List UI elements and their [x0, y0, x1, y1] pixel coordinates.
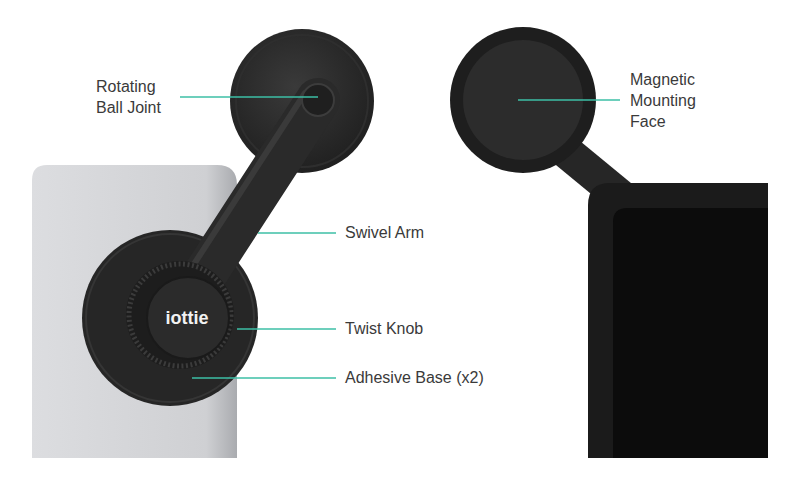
part-label: Magnetic Mounting Face [630, 69, 710, 132]
part-label: Swivel Arm [345, 222, 545, 243]
laptop-lid [32, 165, 237, 458]
part-label: Rotating Ball Joint [96, 76, 178, 118]
twist-knob [126, 261, 234, 369]
part-label: Adhesive Base (x2) [345, 367, 545, 388]
leader-lines [180, 97, 620, 378]
leader-line [180, 96, 318, 97]
laptop-screen [613, 208, 768, 458]
knob-face [147, 277, 229, 359]
leader-line [258, 232, 336, 233]
leader-line [237, 328, 336, 329]
knob-ridges [129, 264, 231, 366]
laptop-bezel [588, 183, 768, 458]
ball-joint [302, 84, 334, 116]
leader-line [518, 99, 620, 100]
leader-line [192, 377, 336, 378]
brand-logo: iottie [166, 308, 209, 329]
part-label: Twist Knob [345, 318, 545, 339]
